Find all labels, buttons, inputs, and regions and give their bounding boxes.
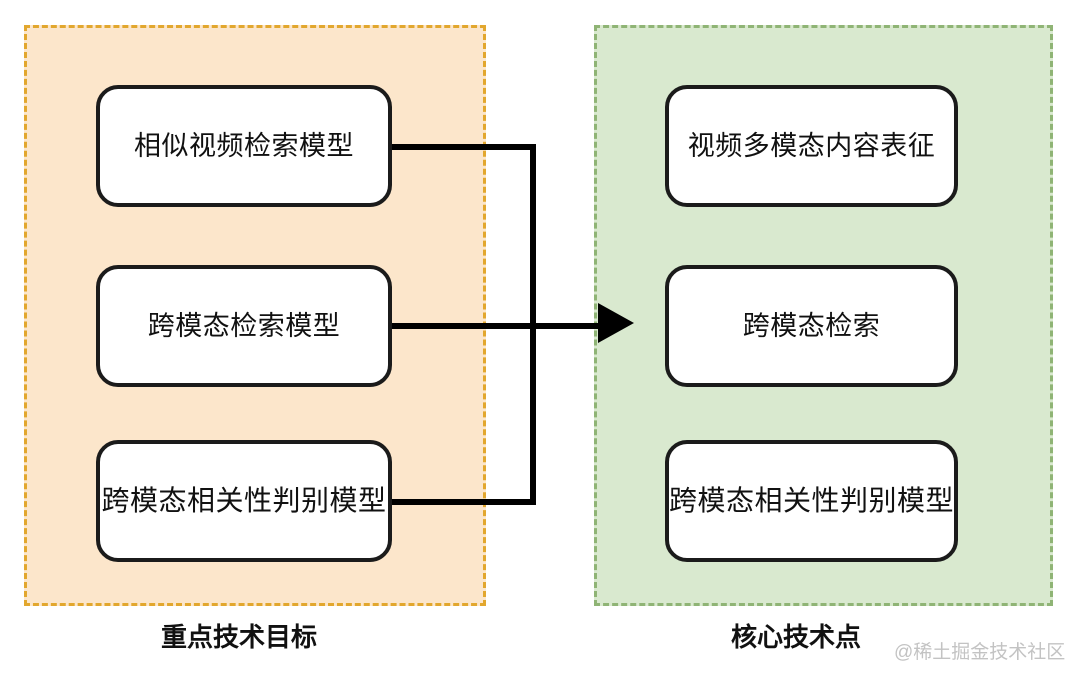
node-cross-modal-relevance-discrimination-model-right[interactable]: 跨模态相关性判别模型 xyxy=(665,440,958,562)
group-caption-right: 核心技术点 xyxy=(731,622,862,652)
connector-line-vertical xyxy=(530,144,536,505)
connector-line-middle xyxy=(388,323,604,329)
connector-line-top xyxy=(388,144,536,150)
node-label: 视频多模态内容表征 xyxy=(687,130,936,161)
node-video-multimodal-content-representation[interactable]: 视频多模态内容表征 xyxy=(665,85,958,207)
arrow-head-icon xyxy=(598,303,634,343)
node-cross-modal-retrieval[interactable]: 跨模态检索 xyxy=(665,265,958,387)
node-cross-modal-relevance-discrimination-model-left[interactable]: 跨模态相关性判别模型 xyxy=(96,440,392,562)
watermark-text: @稀土掘金技术社区 xyxy=(894,642,1066,663)
connector-line-bottom xyxy=(388,499,536,505)
node-similar-video-retrieval-model[interactable]: 相似视频检索模型 xyxy=(96,85,392,207)
group-caption-left: 重点技术目标 xyxy=(161,622,318,652)
node-cross-modal-retrieval-model[interactable]: 跨模态检索模型 xyxy=(96,265,392,387)
node-label: 跨模态相关性判别模型 xyxy=(101,485,387,516)
node-label: 跨模态检索模型 xyxy=(147,310,341,341)
node-label: 相似视频检索模型 xyxy=(134,130,354,161)
node-label: 跨模态相关性判别模型 xyxy=(669,485,955,516)
node-label: 跨模态检索 xyxy=(742,310,881,341)
